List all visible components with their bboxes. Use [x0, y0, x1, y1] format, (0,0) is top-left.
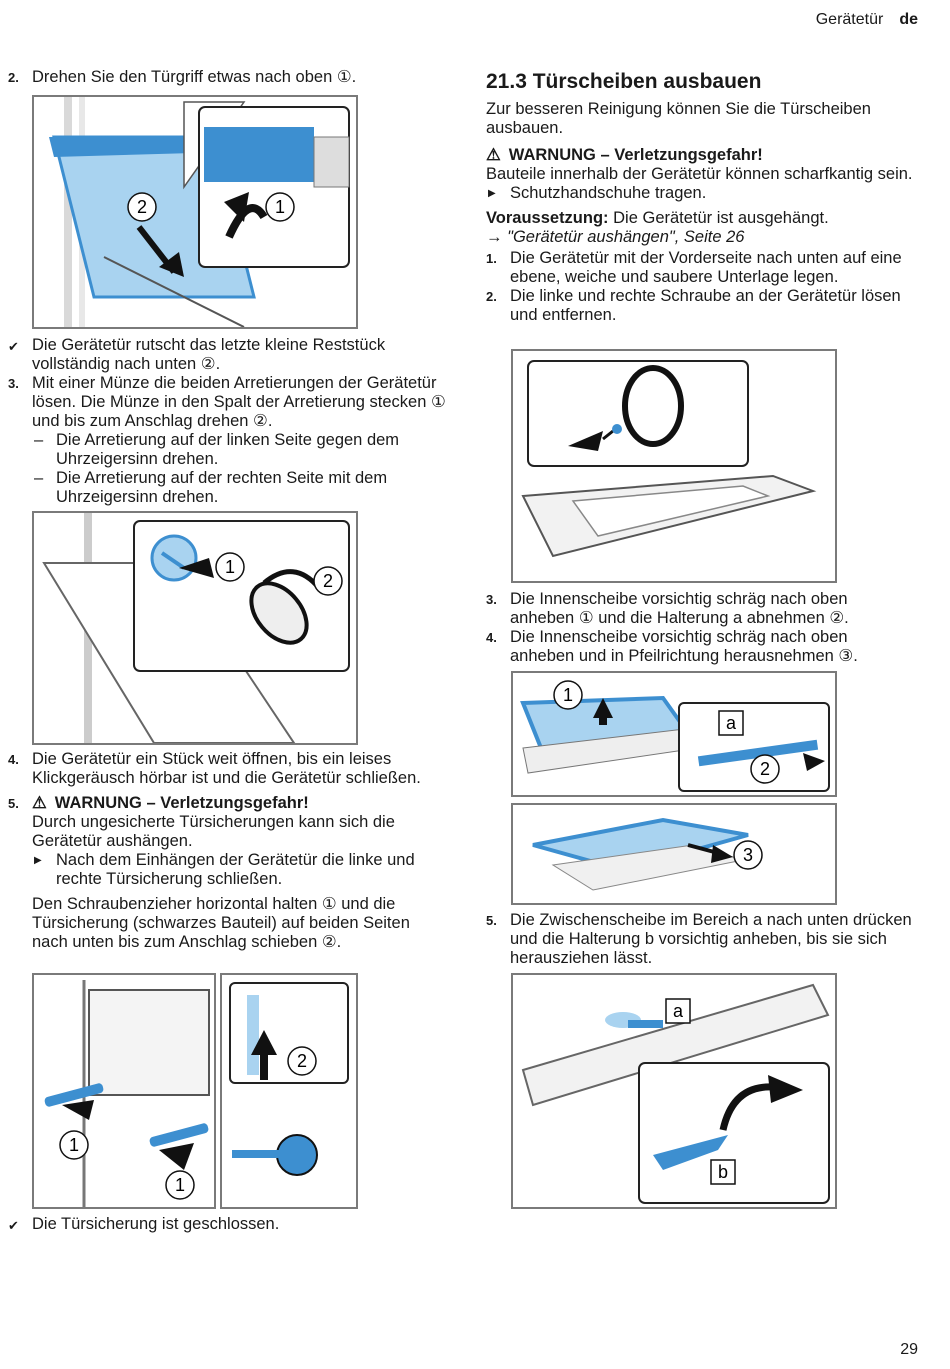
prerequisite-text: Die Gerätetür ist ausgehängt. [613, 209, 829, 227]
callout-1: 1 [69, 1135, 79, 1155]
header-lang: de [899, 11, 918, 28]
step-number: 5. [486, 913, 497, 928]
right-block-1: 21.3 Türscheiben ausbauen Zur besseren R… [486, 70, 916, 325]
figure-screws [511, 349, 837, 583]
figure-holder-b: a b [511, 973, 837, 1209]
running-header: Gerätetür de [816, 10, 918, 29]
figure-coin-lock: 1 2 [32, 511, 358, 745]
step-text: Die linke und rechte Schraube an der Ger… [510, 287, 901, 324]
left-block-3: 4. Die Gerätetür ein Stück weit öffnen, b… [8, 750, 448, 952]
step-text: Die Innenscheibe vorsichtig schräg nach … [510, 628, 858, 665]
warning-text: WARNUNG – Verletzungsgefahr! [54, 794, 309, 812]
section-heading: 21.3 Türscheiben ausbauen [486, 70, 762, 93]
step-number: 5. [8, 796, 19, 811]
screws-illustration [521, 360, 817, 558]
warning-body: Durch ungesicherte Türsicherungen kann s… [32, 813, 395, 850]
step-number: 4. [8, 752, 19, 767]
result-check-icon: ✔ [8, 1218, 19, 1233]
figure-door-handle: 2 1 [32, 95, 358, 329]
dash-marker: – [34, 431, 44, 449]
warning-text: WARNUNG – Verletzungsgefahr! [508, 146, 763, 164]
right-block-3: 5. Die Zwischenscheibe im Bereich a nach … [486, 911, 916, 968]
step-text: Die Innenscheibe vorsichtig schräg nach … [510, 590, 849, 627]
callout-1: 1 [563, 685, 573, 705]
dash-text: Die Arretierung auf der linken Seite geg… [56, 431, 400, 468]
warning-body: Bauteile innerhalb der Gerätetür können … [486, 165, 913, 183]
inner-pane-remove-illustration: 3 [532, 817, 763, 891]
bullet-triangle-icon: ▶ [488, 188, 496, 199]
callout-2: 2 [760, 759, 770, 779]
step-text: Drehen Sie den Türgriff etwas nach oben … [32, 68, 357, 86]
step-text: Die Gerätetür mit der Vorderseite nach u… [510, 249, 902, 286]
warning-heading: ⚠ WARNUNG – Verletzungsgefahr! [486, 146, 916, 165]
step-number: 1. [486, 251, 497, 266]
header-section: Gerätetür [815, 11, 884, 28]
bullet-triangle-icon: ▶ [34, 855, 42, 866]
bullet-text: Nach dem Einhängen der Gerätetür die lin… [56, 851, 415, 888]
step-number: 2. [8, 70, 19, 85]
intro-text: Zur besseren Reinigung können Sie die Tü… [486, 100, 871, 137]
callout-2: 2 [137, 197, 147, 217]
step-number: 2. [486, 289, 497, 304]
callout-3: 3 [743, 845, 753, 865]
warning-icon: ⚠ [32, 794, 47, 812]
prerequisite-label: Voraussetzung: [486, 209, 609, 227]
left-step-2: 2. Drehen Sie den Türgriff etwas nach obe… [8, 68, 448, 87]
step-text: Mit einer Münze die beiden Arretierungen… [32, 374, 446, 430]
door-handle-illustration: 2 1 [49, 97, 350, 327]
callout-1: 1 [225, 557, 235, 577]
result-text: Die Gerätetür rutscht das letzte kleine … [32, 336, 386, 373]
step-text: Die Gerätetür ein Stück weit öffnen, bis… [32, 750, 421, 787]
callout-2: 2 [323, 571, 333, 591]
figure-inner-pane-lift: 1 a 2 [511, 671, 837, 797]
cross-reference-link[interactable]: → "Gerätetür aushängen", Seite 26 [486, 228, 745, 246]
figure-screwdriver-left: 1 1 [32, 973, 216, 1209]
page-number: 29 [900, 1341, 918, 1358]
result-check-icon: ✔ [8, 339, 19, 354]
prerequisite: Voraussetzung: Die Gerätetür ist ausgehä… [486, 209, 916, 228]
warning-heading: ⚠ WARNUNG – Verletzungsgefahr! [32, 794, 448, 813]
callout-1: 1 [275, 197, 285, 217]
screwdriver-illustration: 1 1 [44, 980, 210, 1207]
step-number: 3. [8, 376, 19, 391]
label-a: a [673, 1001, 684, 1021]
label-a: a [726, 713, 737, 733]
result-text: Die Türsicherung ist geschlossen. [32, 1215, 280, 1233]
label-b: b [718, 1162, 728, 1182]
step-number: 4. [486, 630, 497, 645]
paragraph-screwdriver: Den Schraubenzieher horizontal halten ① … [32, 895, 410, 951]
holder-b-illustration: a b [521, 983, 830, 1204]
figure-inner-pane-remove: 3 [511, 803, 837, 905]
dash-marker: – [34, 469, 44, 487]
door-safety-illustration: 2 [229, 982, 349, 1176]
warning-icon: ⚠ [486, 146, 501, 164]
bullet-text: Schutzhandschuhe tragen. [510, 184, 707, 202]
right-block-2: 3. Die Innenscheibe vorsichtig schräg nac… [486, 590, 916, 666]
inner-pane-lift-illustration: 1 a 2 [520, 680, 830, 792]
left-block-2: ✔ Die Gerätetür rutscht das letzte kleine… [8, 336, 448, 507]
callout-1b: 1 [175, 1175, 185, 1195]
left-block-4: ✔ Die Türsicherung ist geschlossen. [8, 1215, 448, 1234]
callout-2: 2 [297, 1051, 307, 1071]
figure-door-safety: 2 [220, 973, 358, 1209]
dash-text: Die Arretierung auf der rechten Seite mi… [56, 469, 388, 506]
step-text: Die Zwischenscheibe im Bereich a nach un… [510, 911, 912, 967]
coin-lock-illustration: 1 2 [42, 513, 350, 743]
step-number: 3. [486, 592, 497, 607]
